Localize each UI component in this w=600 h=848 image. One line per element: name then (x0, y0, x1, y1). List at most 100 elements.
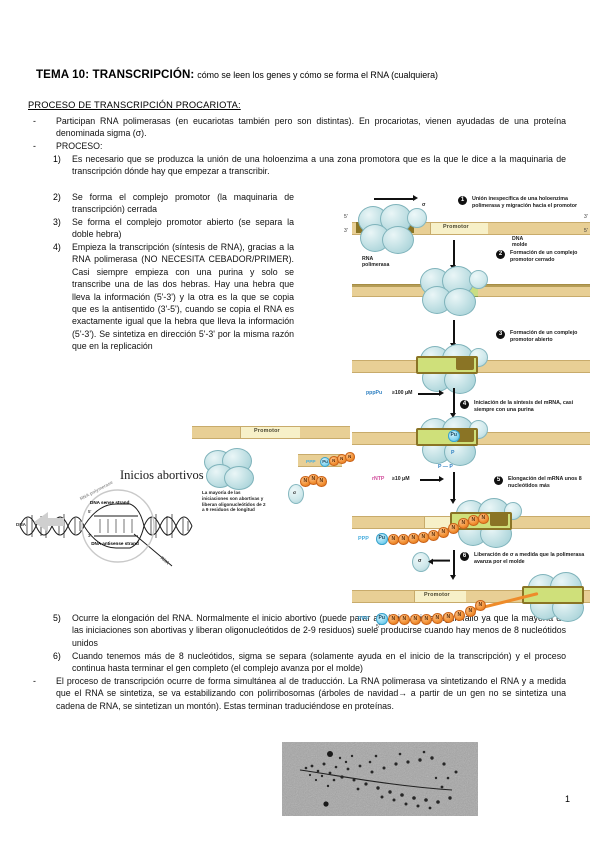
micrograph-dark-speck-1 (327, 751, 333, 757)
five-prime-right-1: 5' (584, 228, 588, 234)
nucleotide-6-6: N (443, 612, 454, 623)
dna-helix-svg (19, 489, 193, 567)
title-bold-part: TEMA 10: TRANSCRIPCIÓN: (36, 68, 195, 81)
abortive-sigma (288, 484, 304, 504)
dna-strand-left-5 (352, 516, 424, 529)
nucleotide-6-1: N (388, 614, 399, 625)
nucleotide-5-2: N (398, 534, 409, 545)
figure-step-badge-5: 5 (494, 476, 503, 485)
figure-step-text-4: Iniciación de la síntesis del mRNA, casi… (474, 400, 574, 413)
abortive-promoter-label: Promotor (254, 428, 280, 434)
nucleotide-6-8: N (465, 606, 476, 617)
five-prime-rna-6: 5' (376, 624, 380, 630)
phosphate-label-4: P (451, 450, 455, 456)
bullet-dash-3: - (33, 676, 36, 686)
open-complex-dark-5 (490, 512, 508, 526)
helix-dna-label: DNA (16, 522, 26, 527)
dna-strand-right-3 (460, 360, 590, 373)
page-number: 1 (564, 794, 570, 804)
step-text-6: Cuando tenemos más de 8 nucleótidos, sig… (72, 651, 566, 674)
figure-step-badge-6: 6 (460, 552, 469, 561)
flow-arrow-1-2 (450, 240, 456, 270)
helix-five-prime: 5' (88, 509, 92, 514)
rNTP-label: rNTP (372, 476, 385, 482)
nucleotide-5-7: N (448, 523, 459, 534)
pyrophosphate-label-4: P — P (438, 464, 453, 470)
figure-step-text-5: Elongación del mRNA unos 8 nucleótidos m… (508, 476, 582, 489)
dna-strand-right-1 (488, 222, 590, 235)
figure-step-badge-1: 1 (458, 196, 467, 205)
helix-antisense-strand-label: DNA antisense strand (91, 541, 139, 546)
migration-arrow-1 (374, 195, 418, 201)
purine-5: Pu (376, 533, 388, 545)
dna-helix-figure: RNA polymerase DNA sense strand DNA anti… (16, 478, 194, 574)
dna-strand-left-6 (352, 590, 414, 603)
step-marker-4: 4) (53, 242, 61, 252)
step-text-5: Ocurre la elongación del RNA. Normalment… (72, 613, 566, 648)
abortive-nucleotide-3: N (345, 452, 355, 462)
polymerase-outline-circle (81, 489, 155, 563)
figure-step-badge-4: 4 (460, 400, 469, 409)
section-heading: PROCESO DE TRANSCRIPCIÓN PROCARIOTA: (28, 100, 241, 110)
step-marker-6: 6) (53, 651, 61, 661)
polymerase-lobe-2d (444, 288, 476, 316)
ppp-label-5: PPP (358, 536, 369, 542)
figure-step-badge-2: 2 (496, 250, 505, 259)
nucleotide-6-4: N (421, 614, 432, 625)
direction-arrow-grey (34, 512, 64, 532)
step-marker-5: 5) (53, 613, 61, 623)
dna-strand-left-4 (352, 432, 424, 445)
abortive-dna-left (192, 426, 240, 439)
nucleotide-5-8: N (458, 518, 469, 529)
pppPu-label: pppPu (366, 390, 383, 396)
step-text-3: Se forma el complejo promotor abierto (s… (72, 217, 294, 240)
rna-polymerase-label: RNA polimerasa (362, 256, 390, 269)
nucleotide-5-10: N (478, 513, 489, 524)
nucleotide-6-9: N (475, 600, 486, 611)
pppPu-concentration: ≥100 μM (392, 390, 413, 396)
purine-6: Pu (376, 613, 388, 625)
abortive-dna-right (300, 426, 350, 439)
bullet-dash-2: - (33, 141, 36, 151)
abortive-initiation-figure: Promotor σ PPP Pu N N N La mayoría de la… (192, 426, 355, 538)
page-title: TEMA 10: TRANSCRIPCIÓN: cómo se leen los… (36, 68, 566, 82)
dna-axis-line (299, 769, 453, 791)
nucleotide-5-6: N (438, 527, 449, 538)
nucleotide-5-4: N (418, 532, 429, 543)
three-prime-left-1: 3' (344, 228, 348, 234)
abortive-ppp-label: PPP (306, 460, 316, 465)
nucleotide-5-3: N (408, 533, 419, 544)
open-complex-dark-3 (456, 356, 474, 370)
sigma-symbol-1: σ (422, 202, 426, 208)
sigma-subunit-1 (407, 208, 427, 228)
dna-template-label: DNA molde (512, 236, 528, 249)
step-marker-2: 2) (53, 192, 61, 202)
figure-step-text-2: Formación de un complejo promotor cerrad… (510, 250, 578, 263)
nucleotide-6-3: N (410, 614, 421, 625)
rNTP-concentration: ≥10 μM (392, 476, 410, 482)
figure-step-text-3: Formación de un complejo promotor abiert… (510, 330, 578, 343)
nucleotide-6-5: N (432, 613, 443, 624)
bullet-text-proceso: PROCESO: (56, 141, 103, 151)
step-text-2: Se forma el complejo promotor (la maquin… (72, 192, 294, 215)
step-marker-3: 3) (53, 217, 61, 227)
promoter-label-6: Promotor (424, 592, 450, 598)
open-complex-dark-4 (456, 428, 474, 442)
title-subtitle-part: cómo se leen los genes y cómo se forma e… (197, 70, 438, 80)
rNTP-pointer (420, 476, 444, 482)
promoter-label-1: Promotor (443, 224, 469, 230)
abortive-starts-heading: Inicios abortivos (120, 468, 204, 482)
five-prime-left-1: 5' (344, 214, 348, 220)
sigma-release-arrow (432, 560, 450, 562)
abortive-nuc-c: N (316, 476, 327, 487)
bullet-dash-1: - (33, 116, 36, 126)
flow-arrow-4-5 (450, 472, 456, 504)
nucleotide-6-2: N (399, 614, 410, 625)
dna-strand-right-4 (460, 432, 590, 445)
step-marker-1: 1) (53, 154, 61, 164)
abortive-caption: La mayoría de las iniciaciones son abort… (202, 490, 266, 513)
step-text-1: Es necesario que se produzca la unión de… (72, 154, 566, 177)
transcription-steps-figure: Promotor σ 5' 3' 3' 5' RNA polimerasa DN… (298, 188, 590, 630)
flow-arrow-3-4 (450, 388, 456, 418)
